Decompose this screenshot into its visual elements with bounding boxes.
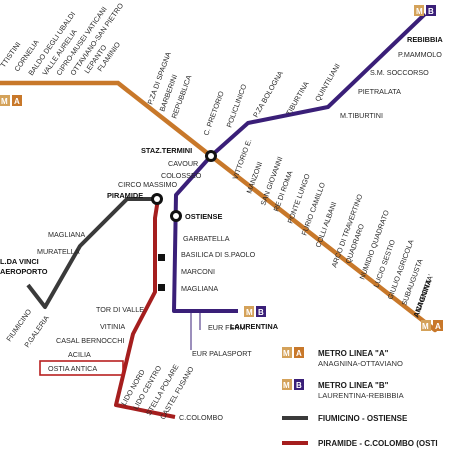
metro-m-badge	[414, 5, 424, 16]
line-b-north-labels: C. PRETORIO POLICLINICO P.ZA BOLOGNA TIB…	[201, 50, 442, 137]
termini-label[interactable]: STAZ.TERMINI	[141, 146, 192, 155]
ostia-antica-box[interactable]	[39, 360, 124, 376]
line-a-west-badges: M A	[0, 95, 22, 106]
piramide-label[interactable]: PIRAMIDE	[107, 191, 143, 200]
station-label[interactable]: PIETRALATA	[358, 87, 401, 96]
svg-text:M: M	[283, 349, 290, 358]
station-label[interactable]: M.TIBURTINI	[340, 111, 383, 120]
station-label[interactable]: TOR DI VALLE	[96, 305, 144, 314]
station-label[interactable]: GARBATELLA	[183, 234, 230, 243]
station-label[interactable]: P.MAMMOLO	[398, 50, 442, 59]
svg-text:B: B	[296, 381, 302, 390]
legend-line-a-title: METRO LINEA "A"	[318, 349, 389, 358]
station-label[interactable]: CIRCO MASSIMO	[118, 180, 178, 189]
station-marker[interactable]	[158, 284, 165, 291]
ostia-antica-label[interactable]: OSTIA ANTICA	[48, 364, 97, 373]
station-label[interactable]: MURATELLA	[37, 247, 80, 256]
line-b-badge	[426, 5, 436, 16]
fiumicino-labels: MAGLIANA MURATELLA L.DA VINCI AEROPORTO …	[0, 230, 85, 349]
rebibbia-terminus[interactable]: M B REBIBBIA	[407, 5, 443, 44]
station-label[interactable]: MARCONI	[181, 267, 215, 276]
station-label[interactable]: MANZONI	[244, 160, 264, 194]
ostiense-label[interactable]: OSTIENSE	[185, 212, 222, 221]
svg-text:M: M	[283, 381, 290, 390]
station-marker[interactable]	[158, 254, 165, 261]
legend-line-b-title: METRO LINEA "B"	[318, 381, 389, 390]
svg-text:A: A	[435, 322, 441, 331]
svg-text:M: M	[1, 97, 8, 106]
station-label[interactable]: MAGLIANA	[48, 230, 85, 239]
fiumicino-track	[26, 197, 158, 309]
station-label[interactable]: C.COLOMBO	[179, 413, 223, 422]
station-label[interactable]: L.DA VINCI	[0, 257, 39, 266]
station-label[interactable]: EUR PALASPORT	[192, 349, 252, 358]
station-label[interactable]: VITINIA	[100, 322, 125, 331]
legend-ostia-title: PIRAMIDE - C.COLOMBO (OSTI	[318, 439, 438, 448]
station-label[interactable]: POLICLINICO	[224, 82, 248, 128]
svg-text:M: M	[416, 7, 423, 16]
ostia-track	[114, 198, 176, 419]
station-label[interactable]: P.ZA BOLOGNA	[251, 69, 285, 119]
svg-text:B: B	[258, 308, 264, 317]
svg-text:A: A	[296, 349, 302, 358]
line-a-south-labels: VITTORIO E. MANZONI SAN GIOVANNI RE DI R…	[230, 138, 435, 313]
station-label[interactable]: COLOSSEO	[161, 171, 202, 180]
metro-m-badge	[244, 306, 254, 317]
line-b-south-labels: CAVOUR COLOSSEO CIRCO MASSIMO GARBATELLA…	[118, 159, 256, 358]
legend: M A METRO LINEA "A" ANAGNINA-OTTAVIANO M…	[282, 347, 438, 448]
station-label[interactable]: EUR FERMI	[208, 323, 248, 332]
svg-text:M: M	[422, 322, 429, 331]
line-a-west-labels: TTISTINI CORNELIA BALDO DEGLI UBALDI VAL…	[0, 1, 125, 77]
line-b-badge	[256, 306, 266, 317]
station-label[interactable]: AEROPORTO	[0, 267, 48, 276]
line-a-track	[0, 80, 438, 333]
anagnina-terminus[interactable]: ANAGNINA M A	[411, 278, 443, 331]
station-label[interactable]: C. PRETORIO	[201, 89, 226, 136]
rebibbia-label[interactable]: REBIBBIA	[407, 35, 443, 44]
svg-text:B: B	[428, 7, 434, 16]
legend-fiumicino-title: FIUMICINO - OSTIENSE	[318, 414, 408, 423]
laurentina-label[interactable]: LAURENTINA	[230, 322, 279, 331]
station-label[interactable]: CAVOUR	[168, 159, 198, 168]
station-label[interactable]: CASAL BERNOCCHI	[56, 336, 124, 345]
legend-line-a-subtitle: ANAGNINA-OTTAVIANO	[318, 359, 403, 368]
station-label[interactable]: MAGLIANA	[181, 284, 218, 293]
laurentina-terminus[interactable]: M B LAURENTINA	[230, 306, 279, 331]
station-label[interactable]: BASILICA DI S.PAOLO	[181, 250, 256, 259]
svg-text:A: A	[14, 97, 20, 106]
svg-text:M: M	[246, 308, 253, 317]
station-label[interactable]: S.M. SOCCORSO	[370, 68, 429, 77]
station-label[interactable]: ACILIA	[68, 350, 91, 359]
legend-line-b-subtitle: LAURENTINA-REBIBBIA	[318, 391, 405, 400]
